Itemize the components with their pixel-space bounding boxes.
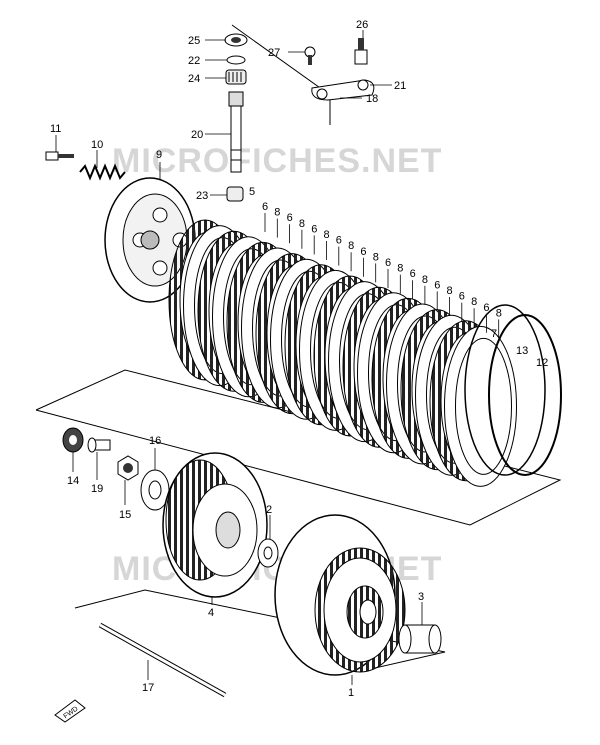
callout-15: 15 — [119, 509, 131, 521]
callout-plate-8: 8 — [373, 251, 379, 263]
callout-25: 25 — [188, 35, 200, 47]
callout-plate-6: 6 — [434, 279, 440, 291]
leader-lines — [55, 30, 423, 685]
callout-4: 4 — [208, 607, 214, 619]
callout-5: 5 — [249, 186, 255, 198]
callout-plate-6: 6 — [459, 291, 465, 303]
callout-14: 14 — [67, 475, 79, 487]
callout-22: 22 — [188, 55, 200, 67]
callout-plate-8: 8 — [274, 207, 280, 219]
callout-20: 20 — [191, 129, 203, 141]
callout-12: 12 — [536, 357, 548, 369]
spring-plate — [464, 304, 546, 476]
callout-24: 24 — [188, 73, 200, 85]
callout-23: 23 — [196, 190, 208, 202]
callout-plate-8: 8 — [447, 285, 453, 297]
callout-9: 9 — [156, 149, 162, 161]
callout-plate-6: 6 — [336, 235, 342, 247]
callout-17: 17 — [142, 682, 154, 694]
callout-27: 27 — [268, 47, 280, 59]
callout-10: 10 — [91, 139, 103, 151]
callout-plate-8: 8 — [324, 229, 330, 241]
callout-labels: 25 22 24 20 23 27 26 21 18 11 10 9 5 7 1… — [50, 19, 548, 699]
clutch-hub — [162, 452, 268, 598]
callout-18: 18 — [366, 93, 378, 105]
callout-plate-6: 6 — [483, 302, 489, 314]
push-rod — [98, 622, 227, 698]
clutch-plate-inner — [455, 337, 512, 475]
callout-11: 11 — [50, 123, 61, 135]
callout-plate-8: 8 — [422, 274, 428, 286]
callout-plate-8: 8 — [397, 263, 403, 275]
callout-7: 7 — [491, 328, 497, 340]
callout-plate-6: 6 — [311, 223, 317, 235]
clutch-plate-stack — [168, 219, 562, 487]
callout-plate-8: 8 — [496, 307, 502, 319]
callout-16: 16 — [149, 435, 161, 447]
clutch-housing — [274, 514, 406, 676]
callout-21: 21 — [394, 80, 406, 92]
callout-plate-8: 8 — [348, 240, 354, 252]
callout-plate-8: 8 — [299, 218, 305, 230]
callout-1: 1 — [348, 687, 354, 699]
watermark-top: MICROFICHES.NET — [112, 142, 443, 180]
clutch-pack-outline — [35, 369, 562, 526]
callout-plate-6: 6 — [287, 212, 293, 224]
callout-plate-6: 6 — [385, 257, 391, 269]
wire-ring — [488, 314, 562, 476]
callout-13: 13 — [516, 345, 528, 357]
callout-plate-8: 8 — [471, 296, 477, 308]
callout-plate-6: 6 — [360, 246, 366, 258]
callout-2: 2 — [266, 504, 272, 516]
callout-3: 3 — [418, 591, 424, 603]
callout-plate-6: 6 — [262, 201, 268, 213]
release-arm — [304, 38, 375, 101]
callout-26: 26 — [356, 19, 368, 31]
callout-19: 19 — [91, 483, 103, 495]
forward-arrow-icon: FWD — [54, 699, 86, 723]
release-shaft-assembly — [224, 33, 248, 202]
spring-and-bolt — [45, 151, 126, 181]
callout-plate-6: 6 — [410, 268, 416, 280]
spacer-sleeve — [398, 624, 442, 654]
